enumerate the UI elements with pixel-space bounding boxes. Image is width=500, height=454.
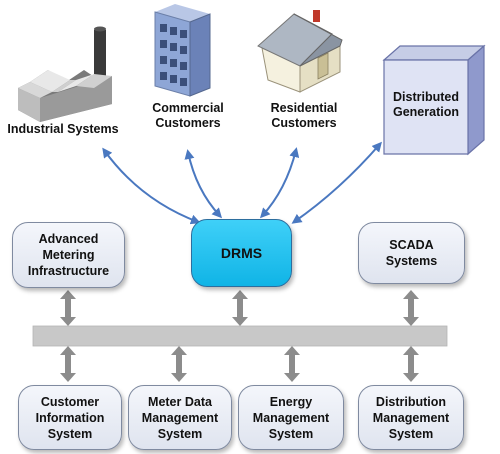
arrow-bus-cis <box>60 346 76 382</box>
arrow-drms-bus <box>232 290 248 326</box>
scada-label: SCADA Systems <box>385 238 438 268</box>
house-icon <box>257 10 343 93</box>
office-building-icon <box>154 4 211 97</box>
arrow-bus-mdms <box>171 346 187 382</box>
drms-box: DRMS <box>191 219 292 287</box>
ami-label: Advanced Metering Infrastructure <box>27 232 110 278</box>
communication-bus <box>32 325 448 347</box>
factory-icon <box>18 26 112 122</box>
dms-box: Distribution Management System <box>358 385 464 450</box>
arrow-bus-ems <box>284 346 300 382</box>
industrial-systems-label: Industrial Systems <box>7 122 119 136</box>
arrow-scada-bus <box>403 290 419 326</box>
arrow-industrial-drms <box>102 147 201 225</box>
arrow-commercial-drms <box>184 149 223 219</box>
distributed-generation-label: Distributed Generation <box>393 90 459 119</box>
arrow-ami-bus <box>60 290 76 326</box>
drms-label: DRMS <box>220 245 263 261</box>
commercial-customers-label: Commercial Customers <box>152 101 224 130</box>
residential-customers-label: Residential Customers <box>270 101 338 130</box>
mdms-label: Meter Data Management System <box>141 394 219 441</box>
arrow-residential-drms <box>259 147 300 219</box>
arrow-bus-dms <box>403 346 419 382</box>
dms-label: Distribution Management System <box>372 394 450 441</box>
customer-arrows <box>102 141 382 225</box>
cis-box: Customer Information System <box>18 385 122 450</box>
ems-box: Energy Management System <box>238 385 344 450</box>
mdms-box: Meter Data Management System <box>128 385 232 450</box>
scada-box: SCADA Systems <box>358 222 465 284</box>
cis-label: Customer Information System <box>35 394 105 441</box>
bus-arrows <box>60 290 419 382</box>
cube-icon <box>382 44 486 156</box>
ems-label: Energy Management System <box>252 394 330 441</box>
ami-box: Advanced Metering Infrastructure <box>12 222 125 288</box>
arrow-distgen-drms <box>291 141 382 224</box>
